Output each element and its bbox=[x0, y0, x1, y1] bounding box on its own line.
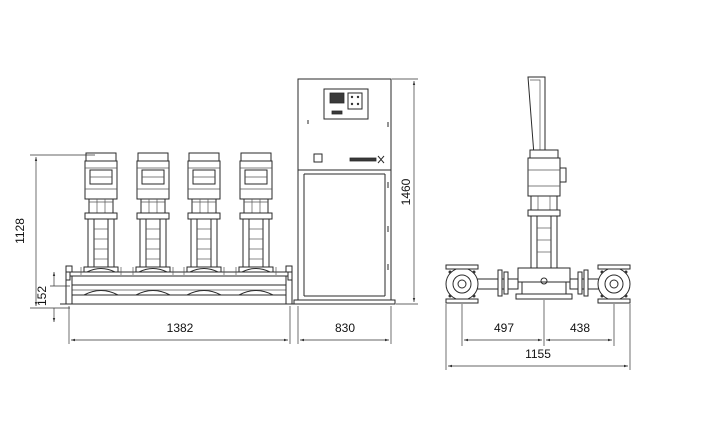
suction-manifold bbox=[60, 265, 298, 305]
dimension-lines bbox=[30, 78, 631, 370]
pump-unit-1 bbox=[80, 152, 122, 276]
dim-label-438: 438 bbox=[570, 321, 590, 335]
dim-label-1128: 1128 bbox=[13, 218, 27, 244]
pump-feet bbox=[83, 290, 274, 296]
dim-label-1460: 1460 bbox=[399, 178, 413, 205]
inlet-flange bbox=[445, 264, 479, 304]
dim-label-830: 830 bbox=[335, 321, 355, 335]
brand-logo bbox=[349, 157, 377, 162]
dim-label-497: 497 bbox=[494, 321, 514, 335]
main-switch bbox=[313, 153, 323, 163]
side-view bbox=[445, 76, 631, 304]
control-cabinet bbox=[293, 78, 396, 305]
outlet-flange bbox=[597, 264, 631, 304]
pump-unit-3 bbox=[183, 152, 225, 276]
front-view-pumps bbox=[60, 152, 298, 305]
dim-label-1155: 1155 bbox=[525, 347, 551, 361]
dim-label-152: 152 bbox=[35, 286, 49, 306]
dim-label-1382: 1382 bbox=[167, 321, 194, 335]
pump-unit-2 bbox=[132, 152, 174, 276]
pump-unit-4 bbox=[235, 152, 277, 276]
